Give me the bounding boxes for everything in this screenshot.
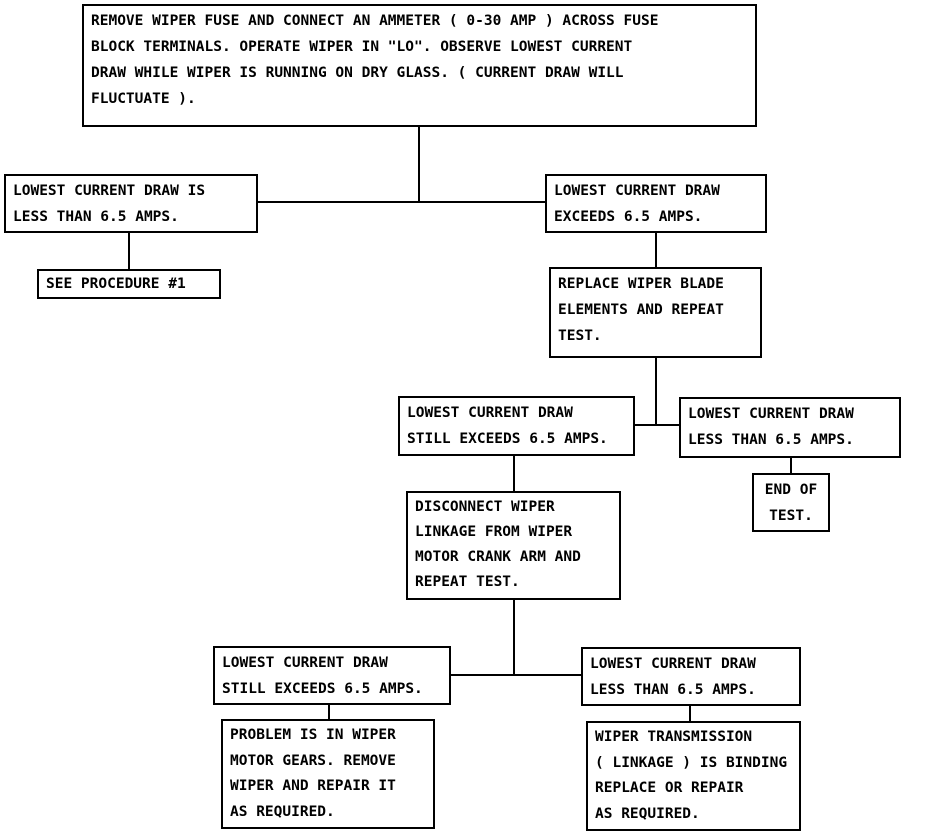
result-still-exceeds-after-disconnect: LOWEST CURRENT DRAW STILL EXCEEDS 6.5 AM… (213, 646, 451, 705)
result-below-limit-after-disconnect: LOWEST CURRENT DRAW LESS THAN 6.5 AMPS. (581, 647, 801, 706)
conclusion-motor-gears: PROBLEM IS IN WIPER MOTOR GEARS. REMOVE … (221, 719, 435, 829)
result-current-below-limit: LOWEST CURRENT DRAW IS LESS THAN 6.5 AMP… (4, 174, 258, 233)
result-current-exceeds-limit: LOWEST CURRENT DRAW EXCEEDS 6.5 AMPS. (545, 174, 767, 233)
end-of-test: END OF TEST. (752, 473, 830, 532)
result-below-limit-after-blades: LOWEST CURRENT DRAW LESS THAN 6.5 AMPS. (679, 397, 901, 458)
step-remove-fuse-connect-ammeter: REMOVE WIPER FUSE AND CONNECT AN AMMETER… (82, 4, 757, 127)
result-still-exceeds-after-blades: LOWEST CURRENT DRAW STILL EXCEEDS 6.5 AM… (398, 396, 635, 456)
action-see-procedure: SEE PROCEDURE #1 (37, 269, 221, 299)
step-replace-wiper-blades: REPLACE WIPER BLADE ELEMENTS AND REPEAT … (549, 267, 762, 358)
conclusion-transmission-binding: WIPER TRANSMISSION ( LINKAGE ) IS BINDIN… (586, 721, 801, 831)
step-disconnect-linkage: DISCONNECT WIPER LINKAGE FROM WIPER MOTO… (406, 491, 621, 600)
